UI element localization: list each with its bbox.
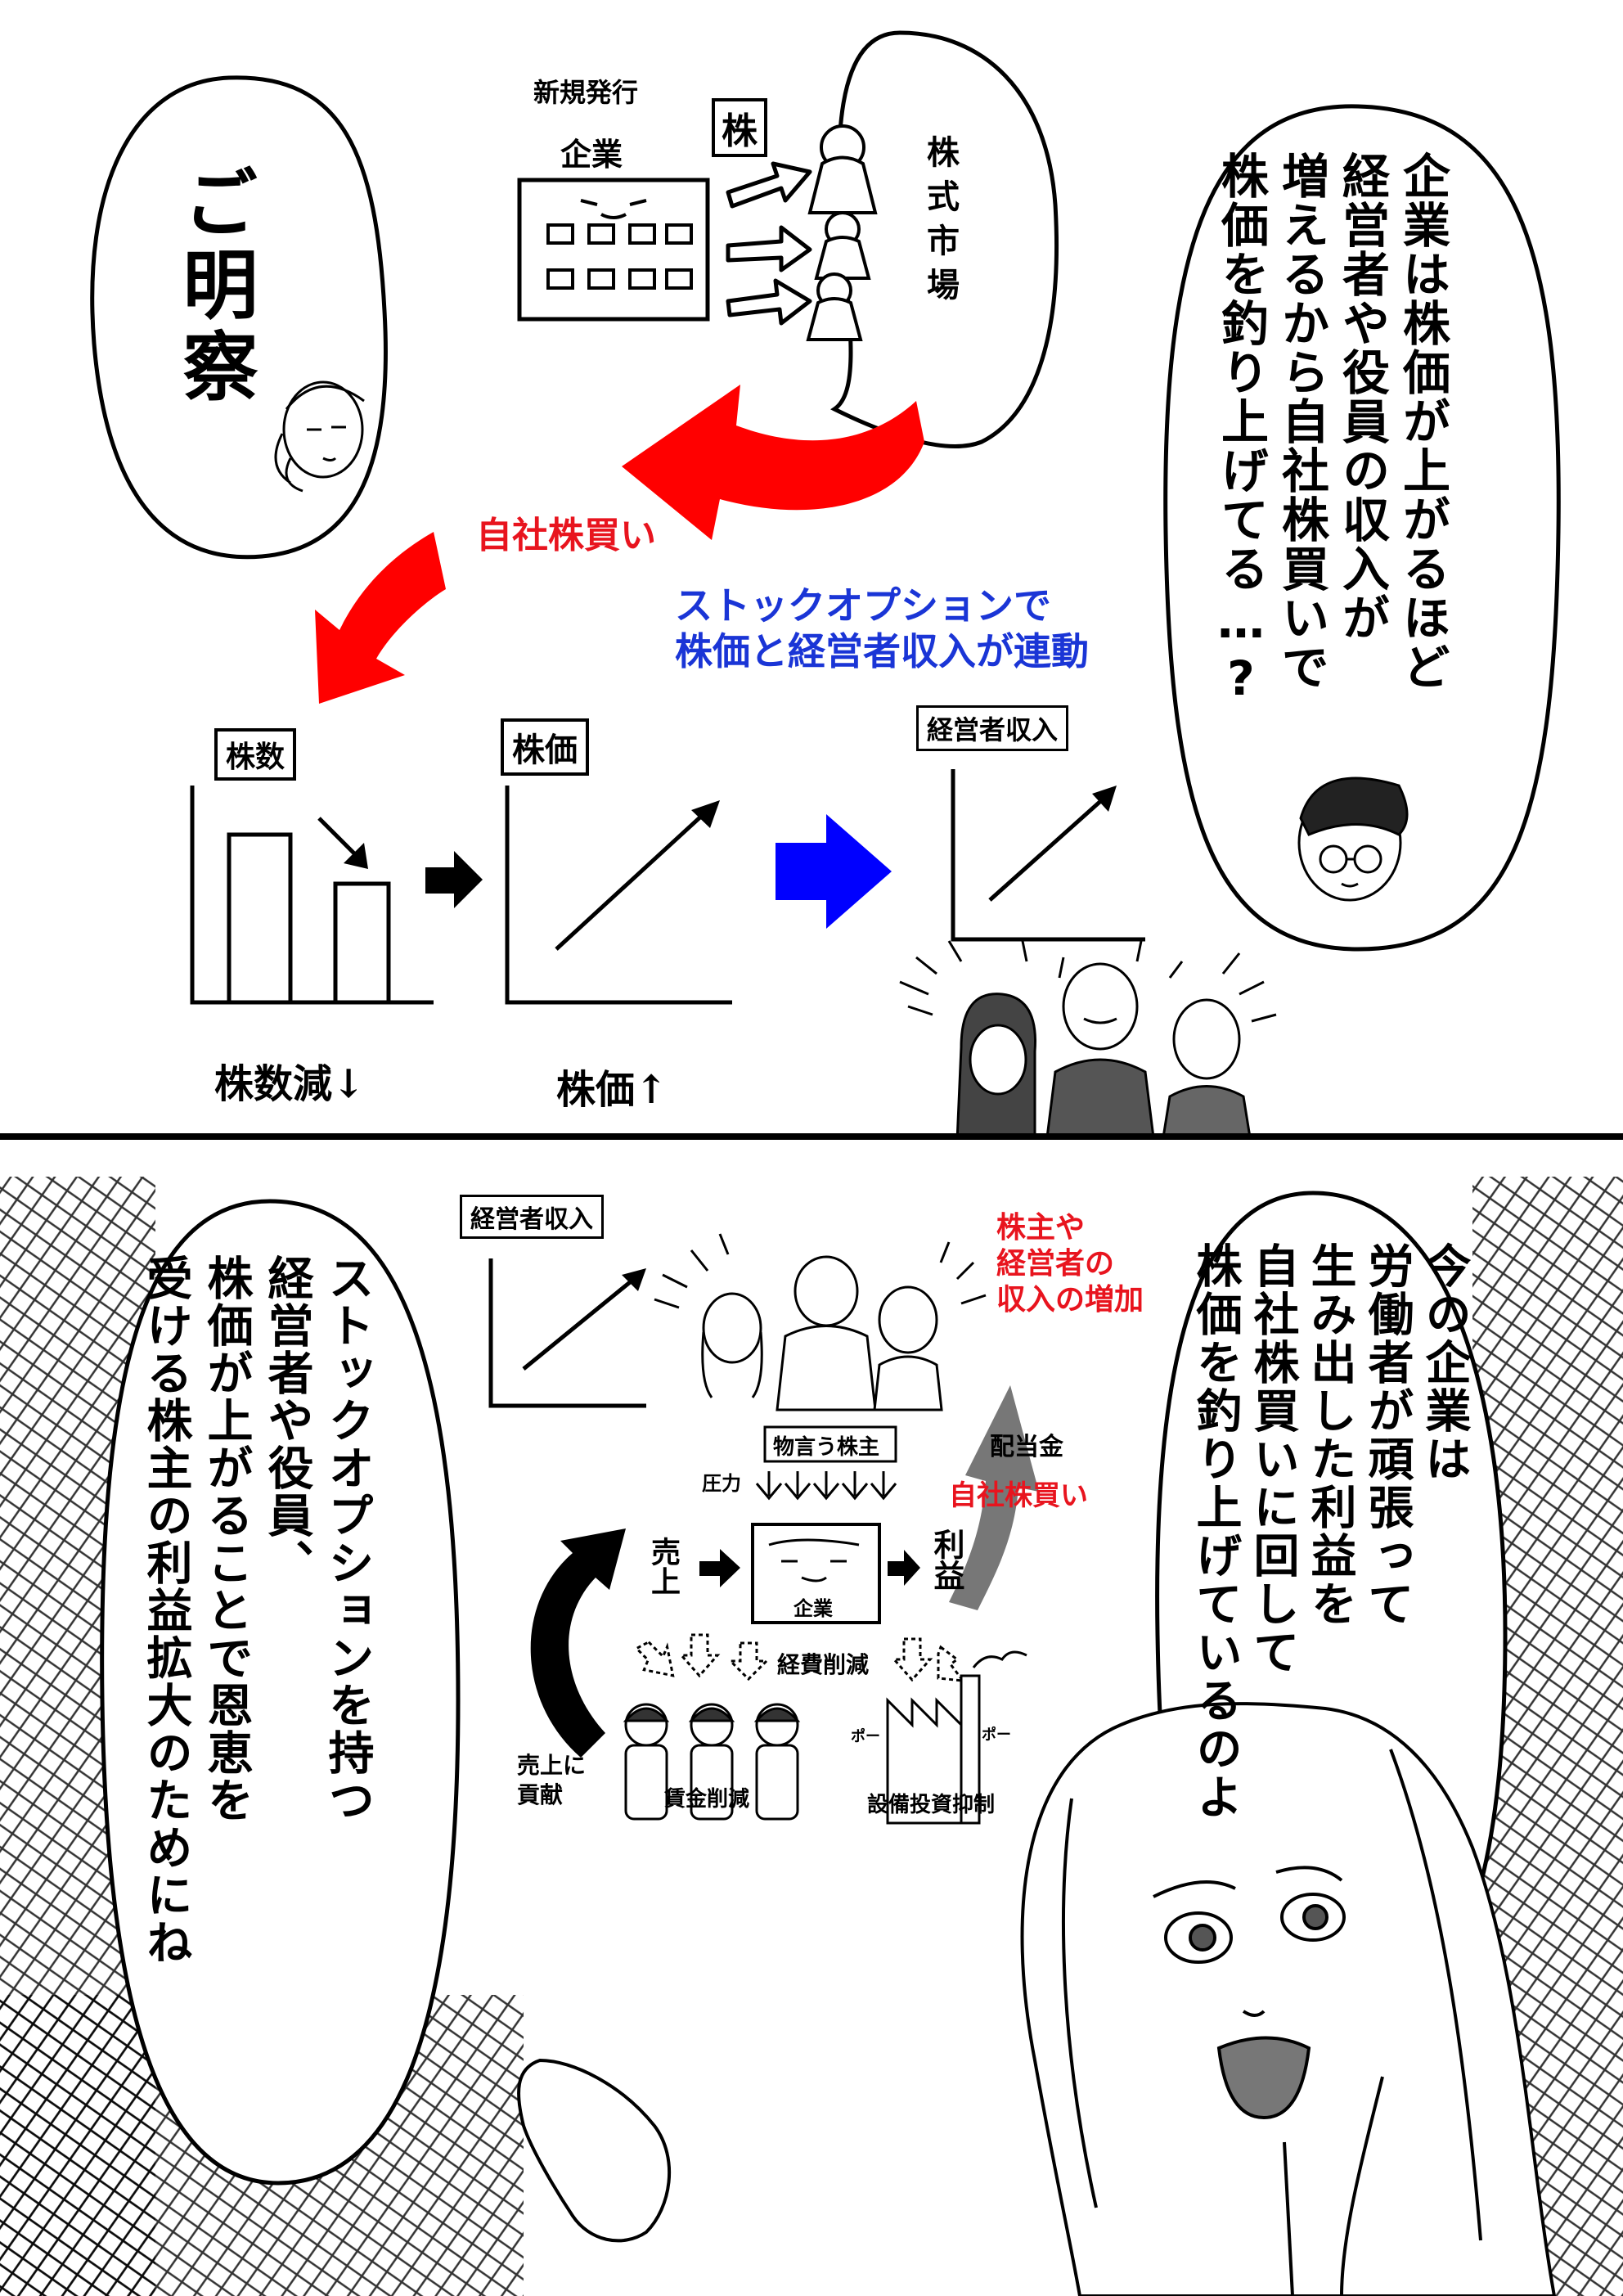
capex-cut-label: 設備投資抑制 [867, 1793, 996, 1817]
stock-price-tag: 株価 [501, 718, 589, 776]
stock-option-line1: ストックオプションで [675, 583, 1051, 628]
pressure-arrows [755, 1471, 897, 1501]
investor-figures [806, 124, 878, 341]
income-increase-note: 株主や 経営者の 収入の増加 [996, 1209, 1144, 1317]
panel-top-drawing [90, 30, 1561, 1133]
curved-arrow-contribution [530, 1528, 626, 1758]
company-building [517, 178, 710, 322]
arrow-company-profit [888, 1550, 920, 1586]
sales-label: 売上 [646, 1537, 681, 1596]
woman-small-face [274, 380, 365, 493]
trio-people-top [955, 962, 1251, 1133]
gray-arrow-up [949, 1385, 1039, 1610]
bubble-right-text-2: 今の企業は 労働者が頑張って 生み出した利益を 自社株買いに回して 株価を釣り上… [1189, 1242, 1471, 1821]
bubble-left-text: ご明察 [170, 164, 258, 409]
caption-stock-price: 株価↑ [556, 1067, 668, 1113]
panel-bottom: ストックオプションを持つ 経営者や役員、 株価が上がることで恩恵を 受ける株主の… [0, 1177, 1623, 2296]
factory-building [886, 1650, 1027, 1825]
bubble-right-text: 企業は株価が上がるほど 経営者や役員の収入が 増えるから自社株買いで 株価を釣り… [1213, 151, 1450, 708]
stock-tag: 株 [712, 98, 767, 157]
income-increase-line1: 株主や [996, 1210, 1086, 1245]
buyback-label: 自社株買い [476, 515, 656, 556]
cost-cut-arrows [634, 1633, 966, 1682]
activist-box [763, 1425, 897, 1463]
bubble-right-outline [1163, 104, 1561, 952]
issue-arrows [726, 161, 812, 326]
sales-contribution-note: 売上に 貢献 [517, 1751, 586, 1810]
surprise-lines-2 [654, 1233, 987, 1309]
panel-top: 新規発行 企業 株 株式市場 ご明察 自社株買い ストックオプションで 株価と経… [0, 0, 1623, 1133]
woman-large [1020, 1702, 1557, 2296]
income-increase-line3: 収入の増加 [996, 1282, 1144, 1317]
cost-cut-label: 経費削減 [777, 1651, 870, 1678]
share-count-tag: 株数 [214, 728, 297, 781]
buyback-arrow-down [315, 532, 446, 704]
profit-label: 利益 [928, 1528, 965, 1591]
pressure-label: 圧力 [702, 1472, 741, 1495]
puff-right: ポー [982, 1727, 1011, 1744]
share-count-chart [190, 786, 434, 1005]
arrow-sales-company [699, 1549, 740, 1587]
caption-share-count: 株数減↓ [214, 1061, 366, 1107]
exec-income-tag: 経営者収入 [916, 705, 1069, 751]
exec-income-tag-2: 経営者収入 [460, 1195, 604, 1239]
exec-income-chart-top [951, 769, 1145, 942]
black-arrow-1 [425, 851, 483, 908]
buyback-label-2: 自社株買い [949, 1479, 1088, 1512]
income-increase-line2: 経営者の [996, 1246, 1115, 1281]
trio-people-bottom [701, 1255, 943, 1411]
bubble-left-text-2: ストックオプションを持つ 経営者や役員、 株価が上がることで恩恵を 受ける株主の… [139, 1254, 374, 1966]
activist-label: 物言う株主 [773, 1435, 880, 1460]
stock-option-line2: 株価と経営者収入が連動 [675, 629, 1089, 673]
panel-divider [0, 1133, 1623, 1140]
puff-left: ポー [851, 1728, 880, 1745]
exec-income-chart-bottom [488, 1258, 646, 1408]
worker-figures [623, 1703, 801, 1821]
market-label: 株式市場 [921, 135, 959, 312]
contribution-line2: 貢献 [517, 1781, 564, 1808]
contribution-line1: 売上に [517, 1752, 587, 1779]
panel-bottom-drawing [0, 1177, 1623, 2296]
dividend-label: 配当金 [990, 1433, 1063, 1461]
stock-option-note: ストックオプションで 株価と経営者収入が連動 [675, 583, 1089, 674]
man-face-top [1297, 777, 1409, 902]
new-issue-label: 新規発行 [533, 77, 639, 108]
buyback-arrow-top [622, 385, 924, 540]
company-label: 企業 [560, 137, 623, 173]
stock-price-chart [505, 786, 732, 1005]
woman-hand [517, 2058, 672, 2243]
wage-cut-label: 賃金削減 [664, 1787, 750, 1812]
company-label-2: 企業 [794, 1597, 833, 1620]
blue-arrow [776, 814, 892, 929]
surprise-lines [899, 940, 1277, 1023]
company-windows [546, 223, 693, 290]
bubble-left-outline-2 [100, 1199, 461, 2186]
